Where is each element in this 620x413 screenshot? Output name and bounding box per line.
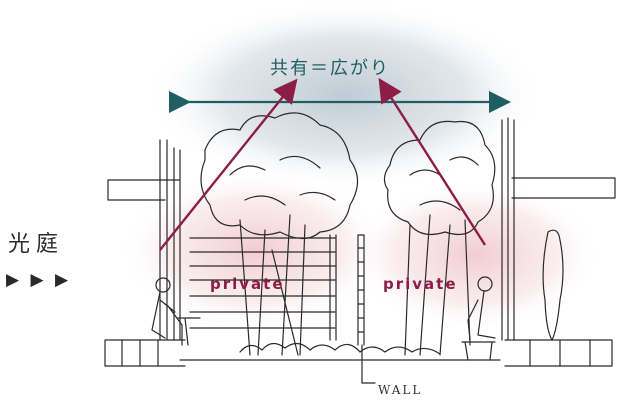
light-court-label: 光庭 xyxy=(8,232,65,257)
wall-label: WALL xyxy=(378,383,423,397)
right-diagonal-arrow xyxy=(378,77,487,246)
ink-drawing xyxy=(104,112,616,384)
shared-openness-title: 共有＝広がり xyxy=(270,58,390,79)
pink-glow-left xyxy=(120,170,390,330)
private-label-right: private xyxy=(383,275,458,293)
triangle-arrows-icon: ▶ ▶ ▶ xyxy=(6,270,72,290)
pink-glow-right xyxy=(350,180,600,330)
left-diagonal-arrow xyxy=(159,78,298,251)
private-label-left: private xyxy=(210,275,285,293)
